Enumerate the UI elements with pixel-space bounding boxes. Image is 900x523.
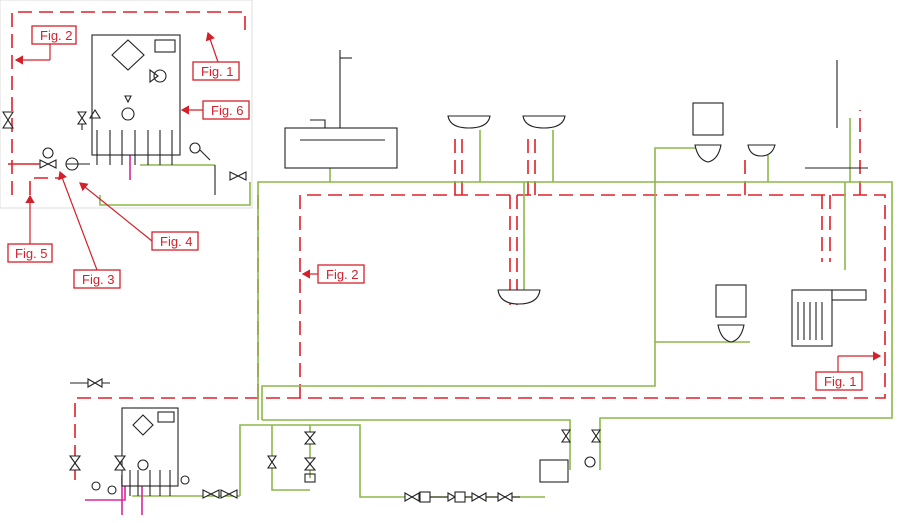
figure-labels: Fig. 2 Fig. 1 Fig. 6 Fig. 4 Fig. 5 Fig. … <box>7 25 882 391</box>
washbasin-1 <box>447 115 491 129</box>
wc-upper <box>692 102 724 136</box>
dishwasher <box>791 289 833 347</box>
washbasin-2 <box>522 115 566 129</box>
label-fig3: Fig. 3 <box>58 170 121 289</box>
wc-lower <box>715 284 747 318</box>
svg-text:Fig. 4: Fig. 4 <box>160 234 193 249</box>
label-fig4: Fig. 4 <box>79 182 199 251</box>
bathtub <box>284 127 398 169</box>
svg-text:Fig. 1: Fig. 1 <box>824 374 857 389</box>
label-fig2-mid: Fig. 2 <box>301 264 365 284</box>
svg-text:Fig. 6: Fig. 6 <box>211 103 244 118</box>
label-fig5: Fig. 5 <box>7 194 53 263</box>
svg-text:Fig. 5: Fig. 5 <box>15 246 48 261</box>
label-fig6: Fig. 6 <box>180 100 250 120</box>
inset-boiler <box>76 34 247 195</box>
label-fig1-top: Fig. 1 <box>192 31 240 81</box>
svg-text:Fig. 2: Fig. 2 <box>40 28 73 43</box>
label-fig1-bottom: Fig. 1 <box>815 351 882 391</box>
distribution-valves <box>70 378 602 503</box>
label-fig2-top: Fig. 2 <box>14 25 77 65</box>
boiler-room-unit <box>68 407 238 499</box>
washbasin-3 <box>497 289 541 305</box>
return-lines <box>11 11 886 487</box>
svg-text:Fig. 3: Fig. 3 <box>82 272 115 287</box>
fixtures <box>284 50 868 347</box>
handbasin <box>747 144 776 157</box>
svg-text:Fig. 1: Fig. 1 <box>201 64 234 79</box>
kitchen-sink <box>831 289 867 301</box>
svg-text:Fig. 2: Fig. 2 <box>326 267 359 282</box>
inset-valves <box>2 111 90 171</box>
